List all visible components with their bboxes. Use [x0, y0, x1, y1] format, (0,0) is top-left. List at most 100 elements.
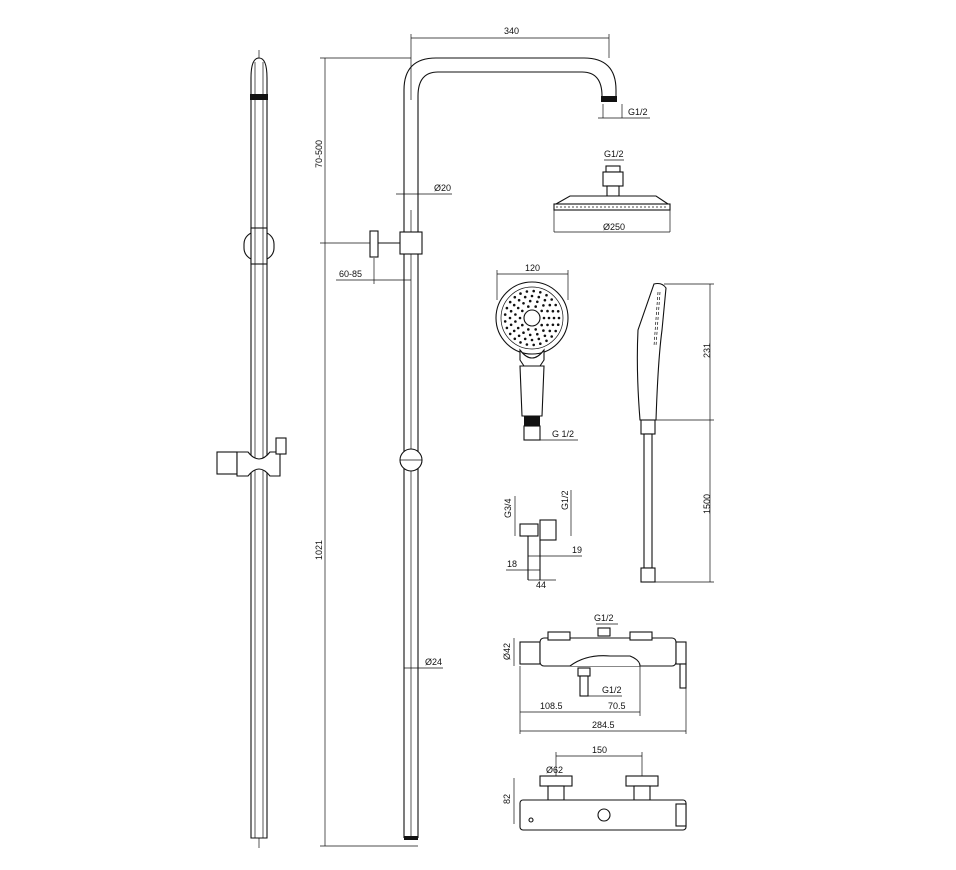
dim-mixer-108: 108.5 [540, 701, 563, 711]
spray-hole [522, 302, 525, 305]
spray-hole [527, 305, 530, 308]
spray-hole [516, 326, 520, 330]
column-dimensions: 340 G1/2 70-500 Ø20 60-85 1021 Ø24 [314, 26, 650, 847]
spray-hole [532, 289, 535, 293]
spray-hole [542, 329, 545, 332]
spray-hole [546, 323, 549, 327]
spray-hole [508, 332, 512, 336]
shower-column [369, 57, 617, 840]
spray-hole [554, 329, 557, 333]
dim-eccentric-outlet: G1/2 [560, 490, 570, 510]
spray-hole [509, 309, 513, 313]
spray-hole [532, 343, 535, 347]
dim-mixer-top-thread: G1/2 [594, 613, 614, 623]
spray-hole [505, 326, 509, 330]
spray-hole [539, 342, 542, 346]
dim-mixer-depth: 82 [502, 794, 512, 804]
spray-hole [545, 339, 548, 343]
spray-hole [548, 329, 552, 333]
dim-mixer-bottom-thread: G1/2 [602, 685, 622, 695]
spray-hole [540, 309, 543, 313]
mixer-front: G1/2 G1/2 Ø42 108.5 70.5 284.5 [502, 613, 687, 734]
eccentric-connector: G3/4 G1/2 19 18 44 [503, 490, 582, 590]
spray-hole [542, 304, 545, 307]
dim-height-adjust: 70-500 [314, 140, 324, 168]
spray-hole [537, 337, 541, 341]
spray-hole [556, 310, 560, 313]
spray-hole [519, 292, 522, 295]
spray-hole [521, 309, 524, 313]
dim-head-thread: G1/2 [604, 149, 624, 159]
dim-mixer-total: 284.5 [592, 720, 615, 730]
spray-hole [503, 313, 507, 316]
spray-hole [536, 332, 539, 336]
spray-hole [550, 335, 553, 338]
spray-hole [503, 320, 507, 323]
spray-hole [521, 323, 524, 327]
dim-arm-thread: G1/2 [628, 107, 648, 117]
spray-hole [530, 294, 534, 298]
spray-hole [534, 328, 537, 331]
spray-hole [517, 334, 521, 338]
spray-hole [537, 295, 541, 299]
spray-hole [548, 303, 552, 307]
spray-hole [554, 303, 557, 307]
spray-hole [539, 291, 542, 294]
spray-hole [513, 337, 517, 341]
spray-hole [551, 323, 555, 327]
spray-hole [540, 323, 543, 327]
dim-pipe-bottom: Ø24 [425, 657, 442, 667]
spray-hole [547, 316, 551, 320]
mixer-top: 150 Ø62 82 [502, 745, 687, 831]
spray-hole [550, 298, 553, 301]
spray-hole [518, 316, 522, 320]
spray-hole [516, 306, 520, 310]
dim-handshower-length: 231 [702, 343, 712, 358]
spray-hole [525, 343, 529, 346]
dim-mixer-70: 70.5 [608, 701, 626, 711]
spray-hole [556, 323, 560, 327]
spray-hole [519, 341, 522, 344]
spray-hole [514, 313, 517, 316]
spray-hole [528, 299, 532, 303]
spray-hole [551, 309, 555, 313]
spray-hole [528, 333, 532, 337]
spray-hole [530, 338, 534, 342]
spray-hole [543, 334, 547, 338]
spray-hole [545, 293, 548, 297]
spray-hole [543, 298, 547, 302]
spray-hole [536, 300, 539, 304]
dim-eccentric-inlet: G3/4 [503, 498, 513, 518]
hand-shower-front: 120 G 1/2 [495, 263, 578, 441]
dim-eccentric-18: 18 [507, 559, 517, 569]
spray-hole [523, 295, 527, 299]
dim-hose-length: 1500 [702, 494, 712, 514]
spray-hole [546, 309, 549, 313]
spray-hole [525, 290, 529, 293]
dim-eccentric-offset: 19 [572, 545, 582, 555]
spray-hole [552, 316, 556, 320]
dim-wall-bracket: 60-85 [339, 269, 362, 279]
spray-hole [542, 316, 546, 320]
dim-head-diameter: Ø250 [603, 222, 625, 232]
spray-hole [514, 320, 517, 323]
spray-hole [508, 300, 512, 304]
spray-hole [523, 337, 527, 341]
dim-handshower-thread: G 1/2 [552, 429, 574, 439]
spray-hole [508, 316, 512, 320]
dim-eccentric-44: 44 [536, 580, 546, 590]
spray-hole [527, 328, 530, 331]
dim-mixer-knob: Ø62 [546, 765, 563, 775]
spray-hole [512, 329, 516, 333]
spray-hole [522, 331, 525, 335]
spray-hole [557, 316, 561, 320]
spray-hole [517, 298, 521, 302]
dim-pipe-top: Ø20 [434, 183, 451, 193]
spray-hole [512, 303, 516, 307]
rain-shower-head: G1/2 Ø250 [553, 149, 671, 233]
dim-mixer-spacing: 150 [592, 745, 607, 755]
spray-hole [534, 305, 537, 308]
spray-hole [513, 295, 517, 299]
dim-handshower-width: 120 [525, 263, 540, 273]
